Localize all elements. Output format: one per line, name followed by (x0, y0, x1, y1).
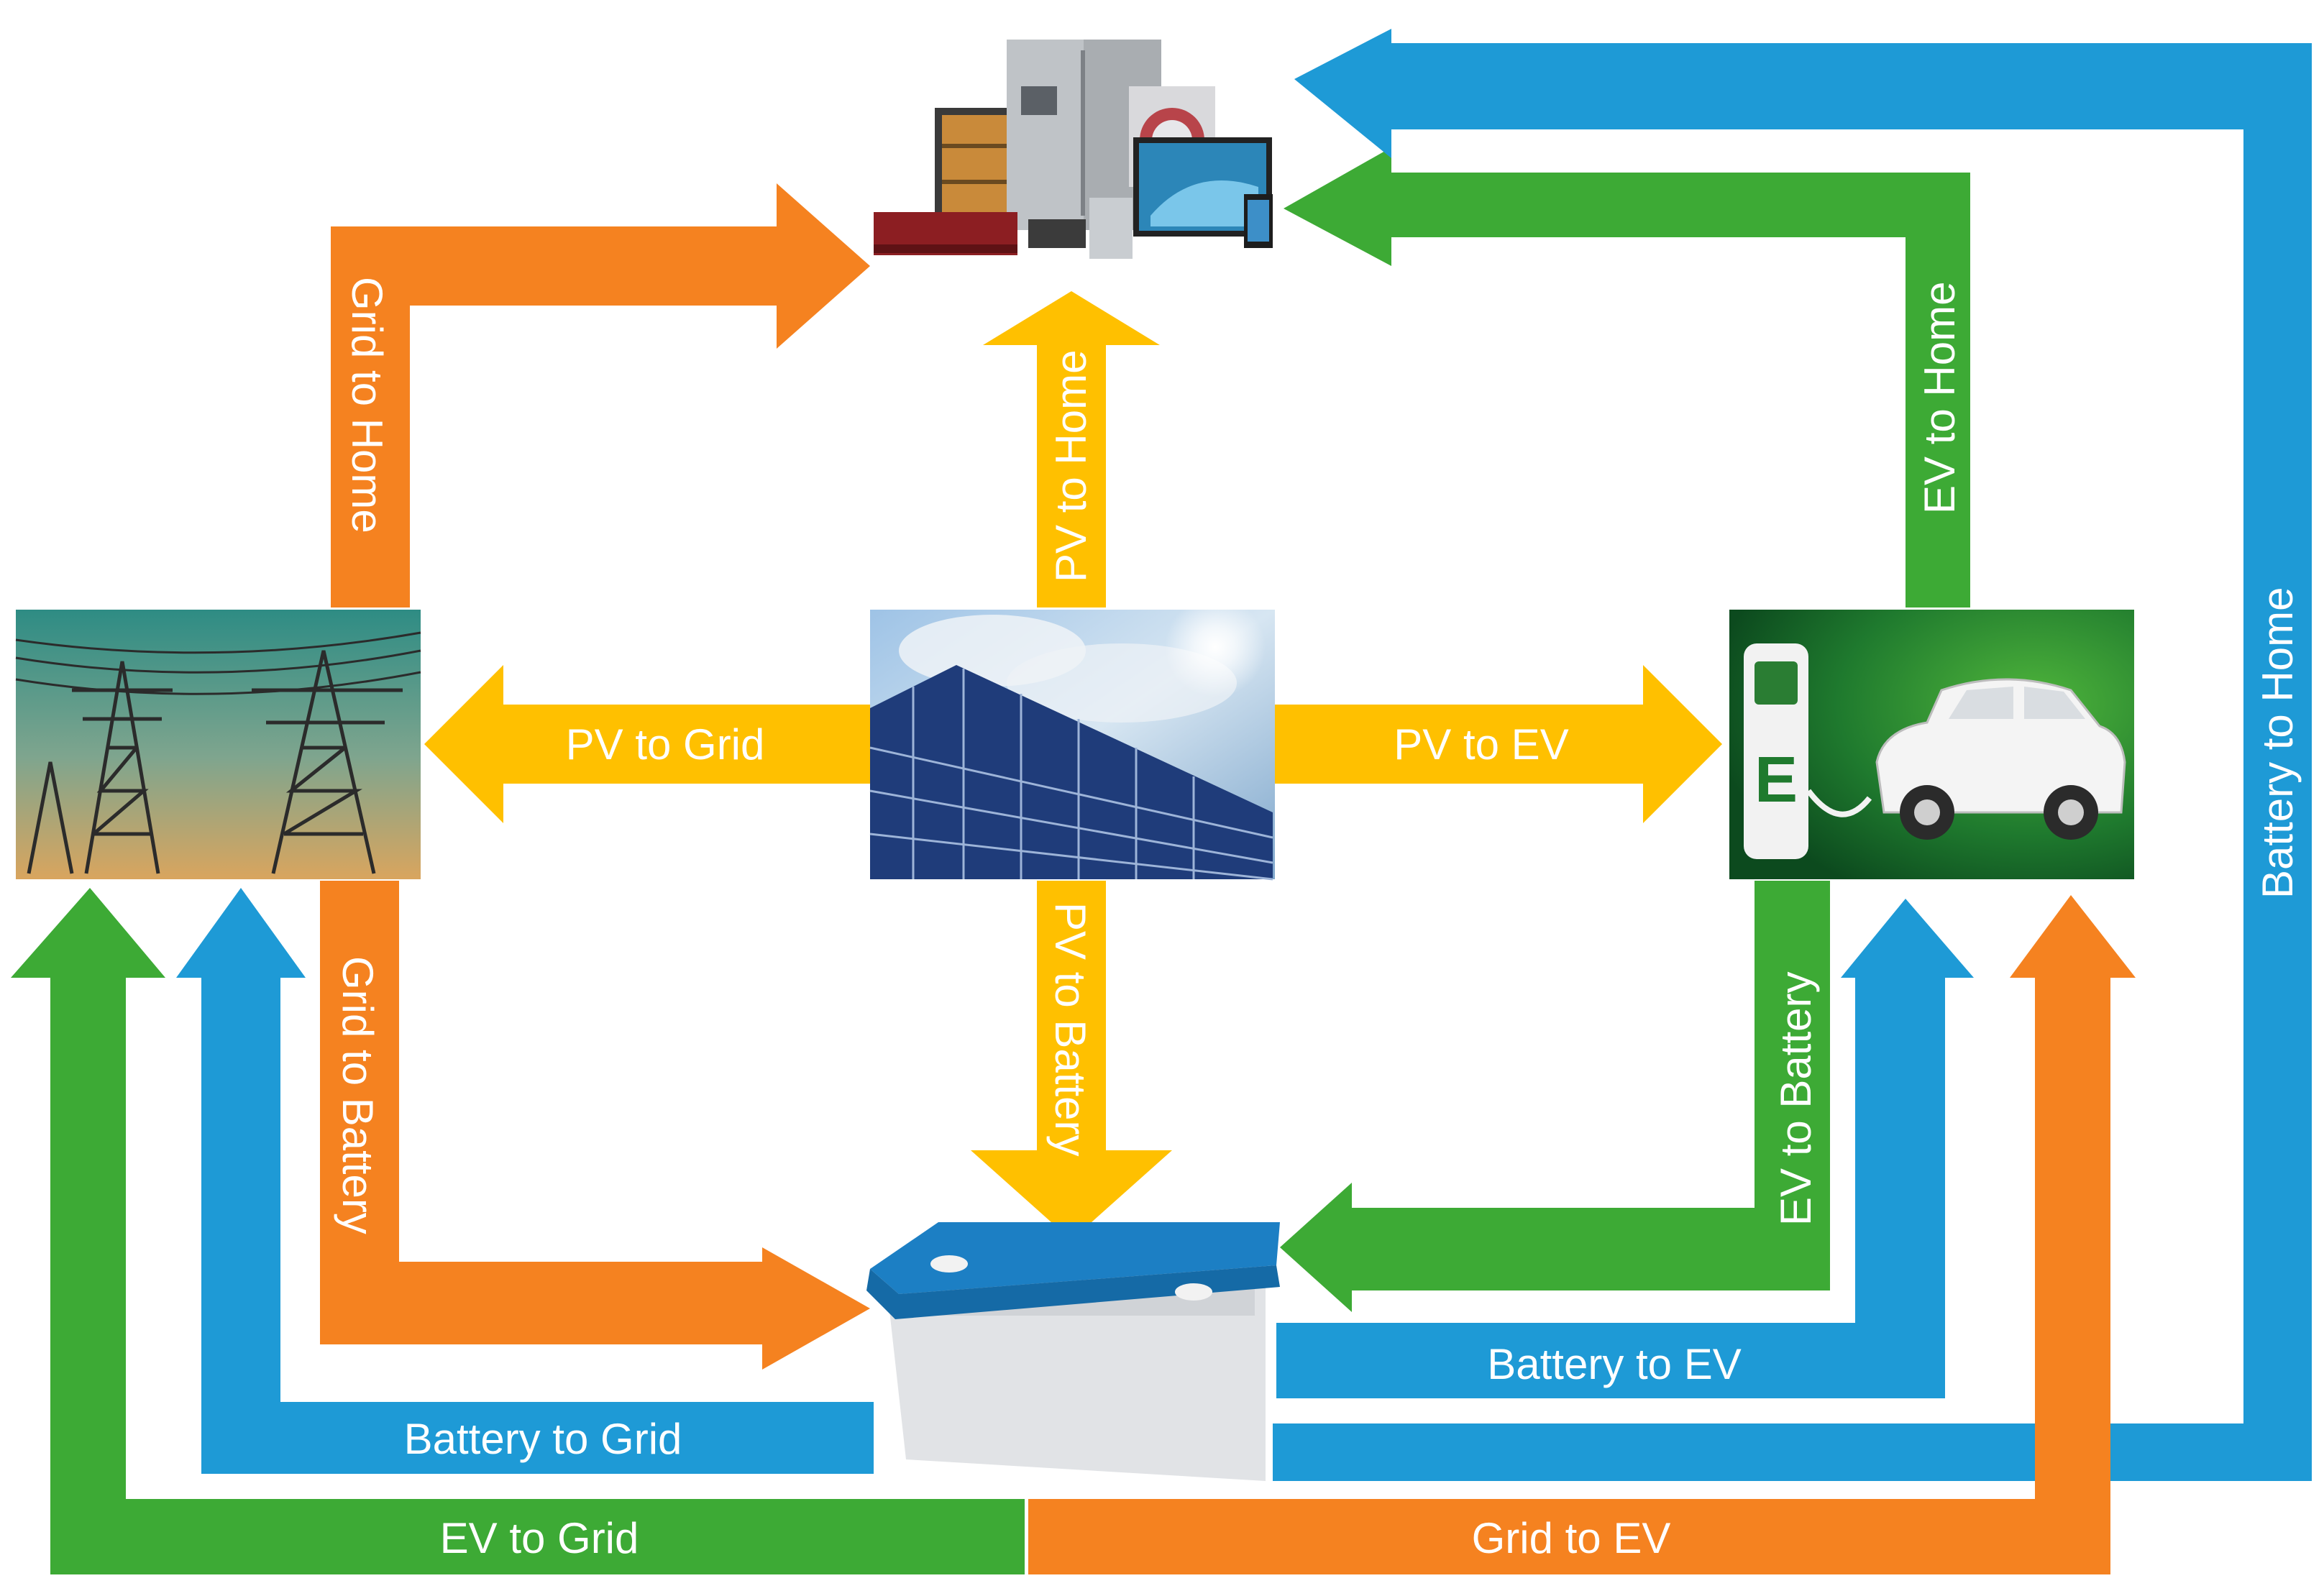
battery-icon (866, 1222, 1280, 1481)
arrow-grid-to-ev (1028, 895, 2136, 1574)
label-pv-to-battery: PV to Battery (1046, 902, 1094, 1157)
label-pv-to-grid: PV to Grid (566, 720, 765, 769)
arrow-grid-to-home (331, 183, 870, 607)
arrow-grid-to-battery (320, 881, 870, 1370)
label-battery-to-grid: Battery to Grid (404, 1415, 682, 1463)
solar-panel-icon (869, 597, 1275, 881)
label-ev-to-battery: EV to Battery (1772, 972, 1820, 1227)
arrow-pv-to-home (983, 291, 1160, 607)
label-grid-to-battery: Grid to Battery (334, 956, 382, 1234)
label-grid-to-ev: Grid to EV (1472, 1514, 1671, 1562)
arrow-ev-to-grid (11, 888, 1025, 1574)
svg-text:E: E (1755, 744, 1798, 816)
power-transmission-tower-icon (15, 610, 421, 879)
arrow-pv-to-battery (971, 881, 1172, 1240)
label-ev-to-home: EV to Home (1916, 282, 1964, 514)
label-ev-to-grid: EV to Grid (440, 1514, 639, 1562)
label-pv-to-ev: PV to EV (1394, 720, 1568, 769)
arrow-ev-to-battery (1280, 881, 1830, 1312)
arrow-pv-to-grid (424, 665, 870, 823)
label-grid-to-home: Grid to Home (343, 277, 391, 533)
ev-charging-station-icon: E (1729, 610, 2134, 879)
label-pv-to-home: PV to Home (1047, 350, 1095, 582)
label-battery-to-ev: Battery to EV (1487, 1340, 1742, 1388)
arrow-battery-to-ev (1276, 899, 1974, 1398)
label-battery-to-home: Battery to Home (2254, 587, 2302, 899)
home-appliances-icon (874, 40, 1273, 259)
arrow-pv-to-ev (1274, 665, 1722, 823)
arrow-ev-to-home (1284, 147, 1970, 607)
arrow-battery-to-grid (176, 888, 874, 1474)
